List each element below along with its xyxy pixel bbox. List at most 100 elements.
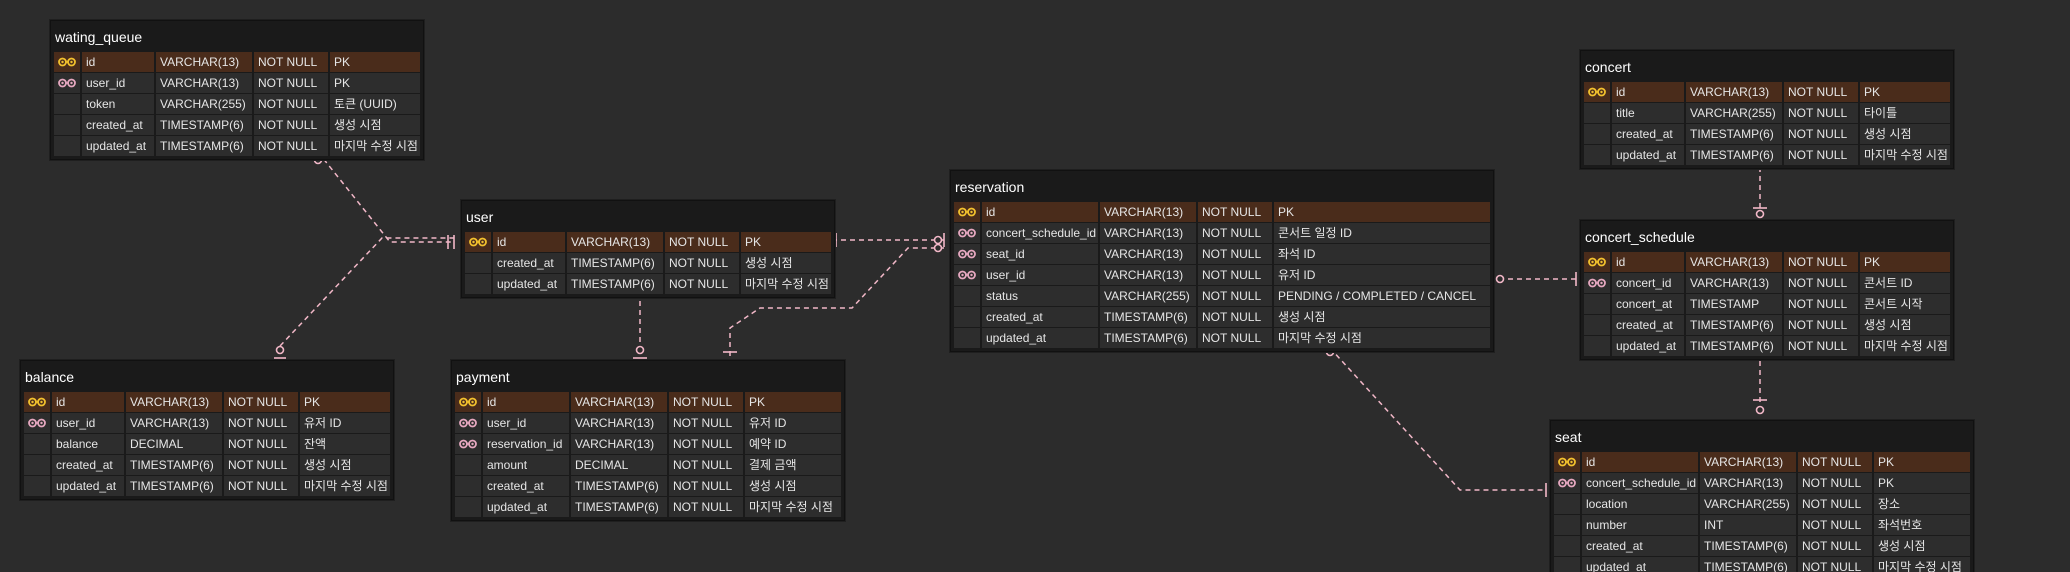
column-name: updated_at bbox=[982, 328, 1098, 348]
column-comment: 결제 금액 bbox=[745, 455, 841, 475]
column-name: id bbox=[1612, 82, 1684, 102]
column-nullability: NOT NULL bbox=[1198, 328, 1272, 348]
cardinality-zero-marker bbox=[1495, 274, 1505, 284]
column-type: VARCHAR(13) bbox=[1100, 202, 1196, 222]
column-nullability: NOT NULL bbox=[1784, 315, 1858, 335]
column-comment: PK bbox=[330, 52, 420, 72]
column-comment: 생성 시점 bbox=[1860, 124, 1950, 144]
key-cell bbox=[24, 413, 50, 433]
column-type: VARCHAR(13) bbox=[156, 52, 252, 72]
column-nullability: NOT NULL bbox=[1198, 202, 1272, 222]
column-nullability: NOT NULL bbox=[1198, 286, 1272, 306]
table-title: user bbox=[462, 201, 834, 231]
column-nullability: NOT NULL bbox=[1798, 536, 1872, 556]
column-type: VARCHAR(13) bbox=[1700, 452, 1796, 472]
edge-balance-user bbox=[279, 237, 454, 347]
key-cell bbox=[954, 265, 980, 285]
key-cell bbox=[24, 476, 50, 496]
column-nullability: NOT NULL bbox=[665, 232, 739, 252]
foreign-key-icon bbox=[958, 228, 976, 238]
key-cell bbox=[1554, 494, 1580, 514]
column-comment: 마지막 수정 시점 bbox=[745, 497, 841, 517]
key-cell bbox=[24, 392, 50, 412]
column-nullability: NOT NULL bbox=[665, 274, 739, 294]
column-comment: PK bbox=[300, 392, 390, 412]
column-comment: PK bbox=[1860, 82, 1950, 102]
key-cell bbox=[54, 115, 80, 135]
column-type: VARCHAR(13) bbox=[571, 434, 667, 454]
column-name: id bbox=[1582, 452, 1698, 472]
column-name: created_at bbox=[493, 253, 565, 273]
column-name: id bbox=[82, 52, 154, 72]
column-nullability: NOT NULL bbox=[1798, 494, 1872, 514]
column-name: created_at bbox=[82, 115, 154, 135]
column-comment: 마지막 수정 시점 bbox=[300, 476, 390, 496]
key-cell bbox=[54, 94, 80, 114]
column-nullability: NOT NULL bbox=[1798, 557, 1872, 572]
column-name: location bbox=[1582, 494, 1698, 514]
column-nullability: NOT NULL bbox=[1798, 452, 1872, 472]
cardinality-zero-marker bbox=[933, 235, 943, 245]
column-comment: PK bbox=[1874, 473, 1970, 493]
column-comment: 잔액 bbox=[300, 434, 390, 454]
column-name: updated_at bbox=[493, 274, 565, 294]
column-name: updated_at bbox=[1582, 557, 1698, 572]
key-cell bbox=[1584, 103, 1610, 123]
column-type: TIMESTAMP(6) bbox=[1686, 124, 1782, 144]
column-type: TIMESTAMP(6) bbox=[567, 253, 663, 273]
column-comment: 유저 ID bbox=[1274, 265, 1490, 285]
column-nullability: NOT NULL bbox=[254, 73, 328, 93]
key-cell bbox=[455, 476, 481, 496]
